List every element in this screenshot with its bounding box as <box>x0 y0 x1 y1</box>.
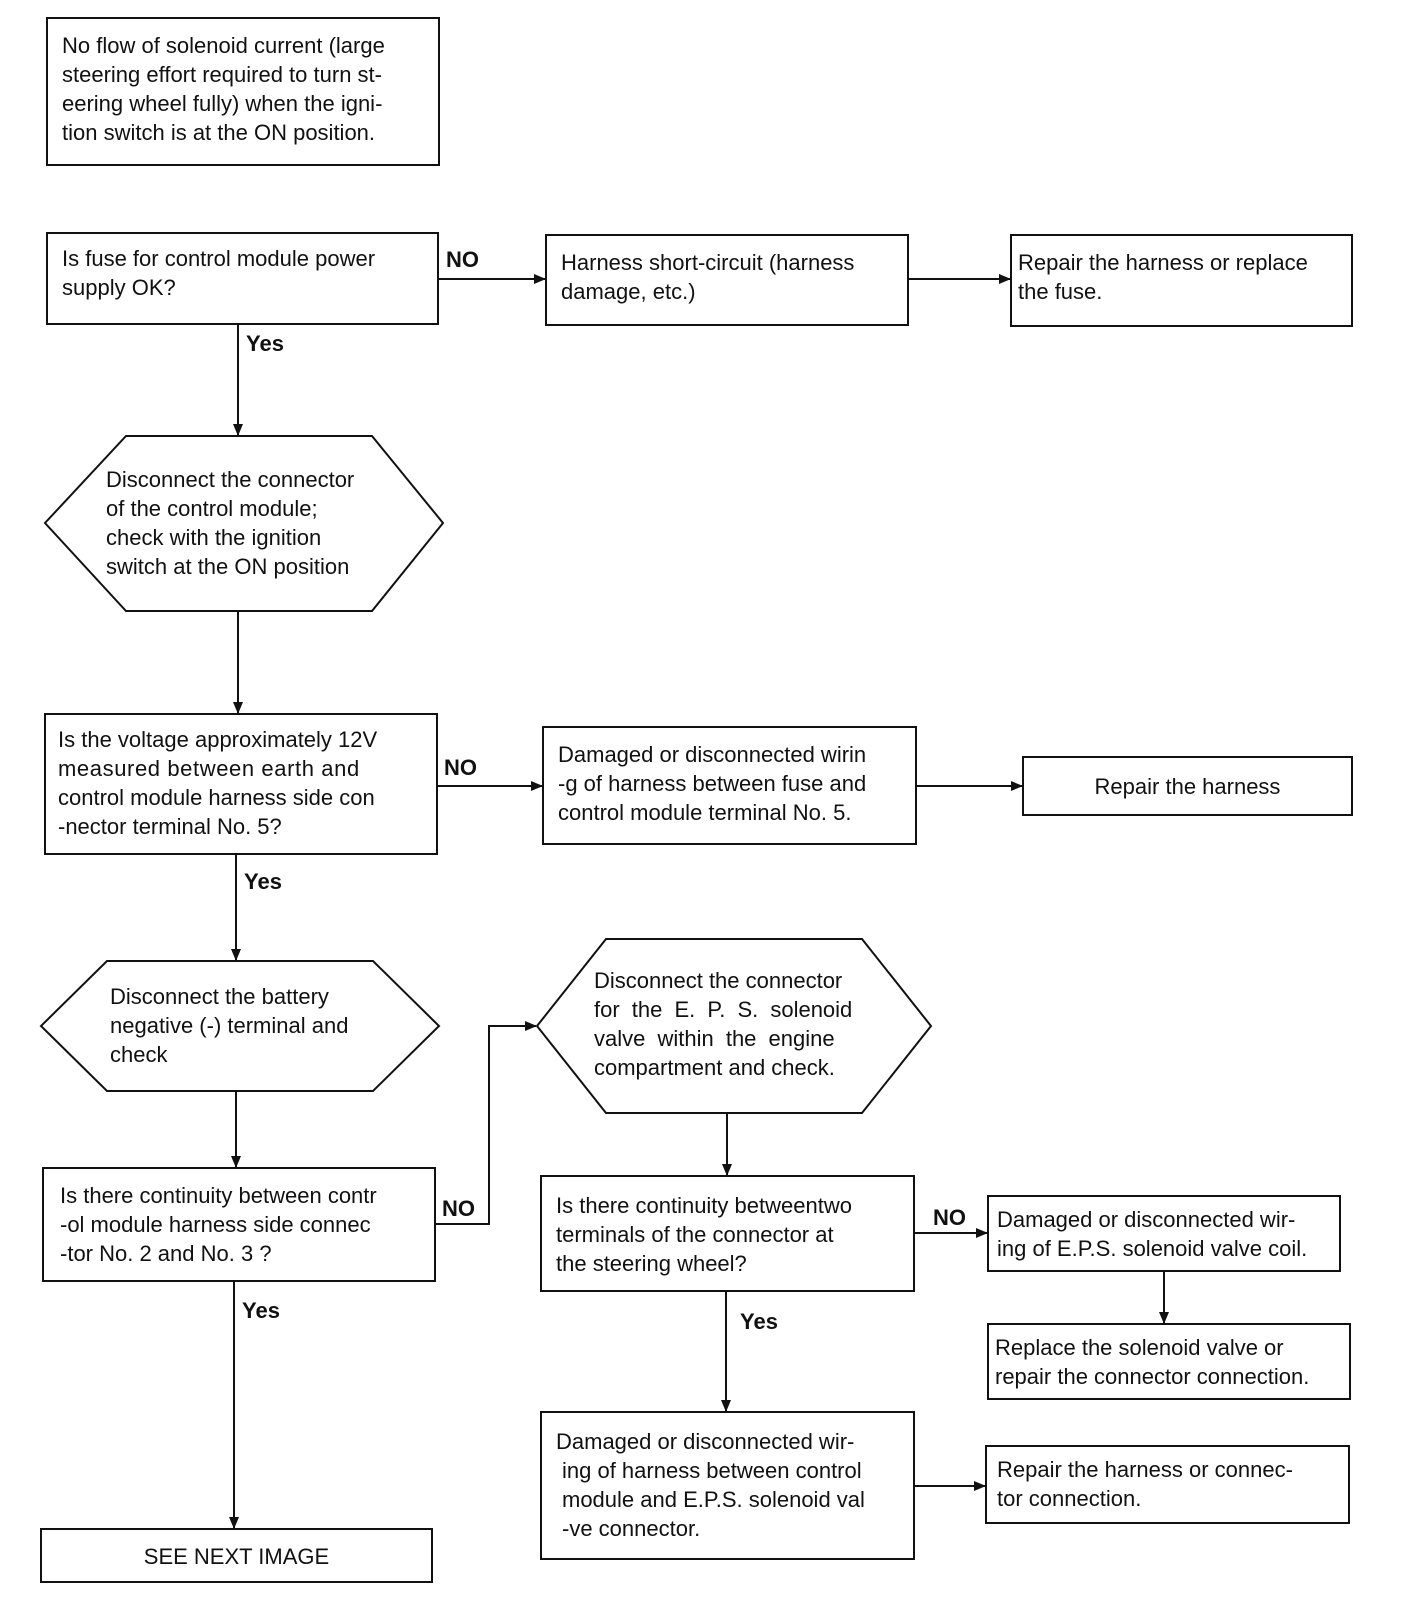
result-coil-line-1: Damaged or disconnected wir- <box>997 1207 1296 1232</box>
action-repair-harness-label: Repair the harness <box>1094 774 1281 799</box>
step-batt-line-2: negative (-) terminal and <box>110 1013 349 1038</box>
continue-next-box: SEE NEXT IMAGE <box>40 1528 433 1583</box>
question-cont23-line-1: Is there continuity between contr <box>60 1183 377 1208</box>
action-repair-harness-box: Repair the harness <box>1022 756 1353 816</box>
label-yes-voltage: Yes <box>244 869 282 894</box>
action-repair-conn-line-1: Repair the harness or connec- <box>997 1457 1293 1482</box>
hexagon-shape <box>535 938 933 1114</box>
question-cont23-line-2: -ol module harness side connec <box>60 1212 371 1237</box>
result-short-line-1: Harness short-circuit (harness <box>561 250 855 275</box>
start-line-2: steering effort required to turn st- <box>62 62 382 87</box>
result-wiring-eps-box: Damaged or disconnected wir- ing of harn… <box>540 1411 915 1560</box>
result-wiring-fuse-line-3: control module terminal No. 5. <box>558 800 852 825</box>
hexagon-shape <box>39 960 441 1092</box>
step-disconnect-eps-connector: Disconnect the connector for the E. P. S… <box>535 938 933 1114</box>
result-coil-box: Damaged or disconnected wir- ing of E.P.… <box>987 1195 1341 1272</box>
action-repair-fuse-line-1: Repair the harness or replace <box>1018 250 1308 275</box>
question-conttwo-line-1: Is there continuity betweentwo <box>556 1193 852 1218</box>
result-wiring-fuse-line-2: -g of harness between fuse and <box>558 771 867 796</box>
label-yes-cont23: Yes <box>242 1298 280 1323</box>
question-voltage-line-3: control module harness side con <box>58 785 375 810</box>
action-repair-conn-line-2: tor connection. <box>997 1486 1142 1511</box>
start-line-4: tion switch is at the ON position. <box>62 120 376 145</box>
result-coil-line-2: ing of E.P.S. solenoid valve coil. <box>997 1236 1308 1261</box>
action-repair-fuse-line-2: the fuse. <box>1018 279 1103 304</box>
step-disconnect-battery: Disconnect the battery negative (-) term… <box>39 960 441 1092</box>
step-batt-line-1: Disconnect the battery <box>110 984 329 1009</box>
step-cm-line-4: switch at the ON position <box>106 554 350 579</box>
step-cm-line-1: Disconnect the connector <box>106 467 355 492</box>
result-short-line-2: damage, etc.) <box>561 279 696 304</box>
step-cm-line-2: of the control module; <box>106 496 318 521</box>
question-fuse-line-2: supply OK? <box>62 275 176 300</box>
action-replace-line-1: Replace the solenoid valve or <box>995 1335 1284 1360</box>
label-no-fuse: NO <box>446 247 479 272</box>
result-wiring-eps-line-3: module and E.P.S. solenoid val <box>562 1487 865 1512</box>
continue-next-label: SEE NEXT IMAGE <box>143 1544 330 1569</box>
step-eps-line-3: valve within the engine <box>594 1026 835 1051</box>
result-wiring-eps-line-2: ing of harness between control <box>562 1458 862 1483</box>
question-continuity-23-box: Is there continuity between contr -ol mo… <box>42 1167 436 1282</box>
start-line-1: No flow of solenoid current (large <box>62 33 385 58</box>
step-batt-line-3: check <box>110 1042 168 1067</box>
result-short-circuit-box: Harness short-circuit (harness damage, e… <box>545 234 909 326</box>
step-disconnect-control-module: Disconnect the connector of the control … <box>43 435 445 612</box>
label-yes-conttwo: Yes <box>740 1309 778 1334</box>
result-wiring-eps-line-4: -ve connector. <box>562 1516 701 1541</box>
question-voltage-line-2: measured between earth and <box>58 756 360 781</box>
question-fuse-box: Is fuse for control module power supply … <box>46 232 439 325</box>
action-repair-connector-box: Repair the harness or connec- tor connec… <box>985 1445 1350 1524</box>
step-eps-line-4: compartment and check. <box>594 1055 835 1080</box>
label-no-conttwo: NO <box>933 1205 966 1230</box>
question-voltage-line-4: -nector terminal No. 5? <box>58 814 282 839</box>
question-cont23-line-3: -tor No. 2 and No. 3 ? <box>60 1241 272 1266</box>
question-voltage-line-1: Is the voltage approximately 12V <box>58 727 378 752</box>
question-fuse-line-1: Is fuse for control module power <box>62 246 376 271</box>
question-conttwo-line-2: terminals of the connector at <box>556 1222 834 1247</box>
label-no-voltage: NO <box>444 755 477 780</box>
start-condition-box: No flow of solenoid current (large steer… <box>46 17 440 166</box>
result-wiring-fuse-line-1: Damaged or disconnected wirin <box>558 742 867 767</box>
question-conttwo-line-3: the steering wheel? <box>556 1251 747 1276</box>
label-no-cont23: NO <box>442 1196 475 1221</box>
question-voltage-box: Is the voltage approximately 12V measure… <box>44 713 438 855</box>
step-eps-line-2: for the E. P. S. solenoid <box>594 997 853 1022</box>
step-eps-line-1: Disconnect the connector <box>594 968 843 993</box>
arrow-cont23-no <box>436 1021 537 1225</box>
action-replace-line-2: repair the connector connection. <box>995 1364 1310 1389</box>
action-repair-fuse-box: Repair the harness or replace the fuse. <box>1010 234 1353 327</box>
start-line-3: eering wheel fully) when the igni- <box>62 91 383 116</box>
result-wiring-eps-line-1: Damaged or disconnected wir- <box>556 1429 855 1454</box>
question-continuity-two-box: Is there continuity betweentwo terminals… <box>540 1175 915 1292</box>
hexagon-shape <box>43 435 445 612</box>
step-cm-line-3: check with the ignition <box>106 525 322 550</box>
label-yes-fuse: Yes <box>246 331 284 356</box>
action-replace-valve-box: Replace the solenoid valve or repair the… <box>987 1323 1351 1400</box>
result-wiring-fuse-box: Damaged or disconnected wirin -g of harn… <box>542 726 917 845</box>
